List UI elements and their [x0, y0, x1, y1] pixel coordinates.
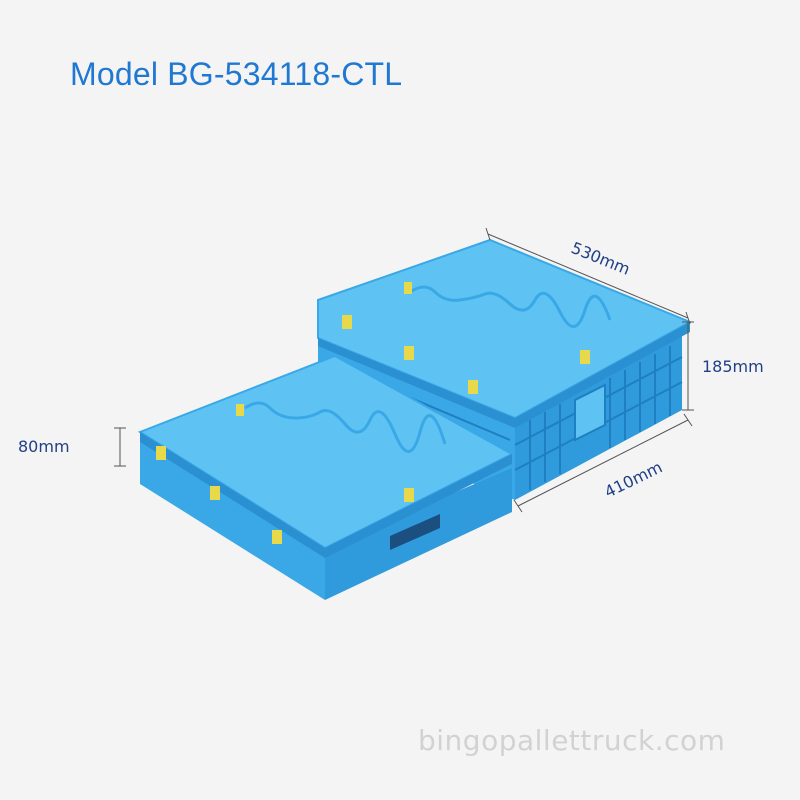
dimension-height-label: 185mm: [702, 357, 764, 376]
dimension-lines: [114, 227, 694, 513]
open-crate-latches: [342, 282, 590, 394]
folded-crate-front-face: [140, 432, 325, 600]
open-crate-lid-rim: [318, 322, 690, 428]
folded-crate-lid-hinge: [244, 401, 447, 453]
open-crate-side-handle: [574, 383, 606, 442]
open-crate-lid-hinge: [409, 285, 612, 328]
folded-crate-latches: [156, 404, 414, 544]
dimension-folded-height-label: 80mm: [18, 437, 70, 456]
watermark: bingopallettruck.com: [418, 724, 726, 757]
dimension-width-label: 410mm: [601, 457, 665, 501]
folded-crate-lid-rim: [140, 432, 512, 558]
dimension-length-label: 530mm: [569, 238, 633, 279]
model-title: Model BG-534118-CTL: [70, 56, 403, 92]
folded-crate-handle-slot: [390, 514, 440, 550]
